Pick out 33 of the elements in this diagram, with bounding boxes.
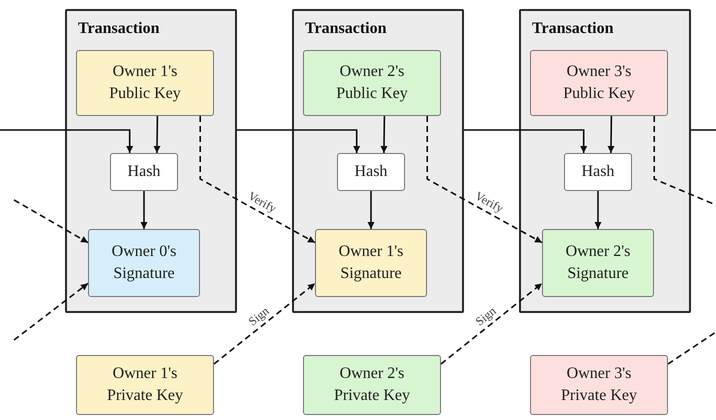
- transaction-heading: Transaction: [532, 20, 614, 38]
- arrow: [368, 191, 374, 229]
- hash-box: Hash: [564, 153, 632, 191]
- dashed-arrow: [440, 282, 542, 365]
- arrow: [464, 129, 588, 153]
- dashed-arrow: [426, 116, 542, 244]
- private-key-box: Owner 2's Private Key: [303, 355, 441, 415]
- arrow: [154, 116, 160, 154]
- signature-box: Owner 1's Signature: [315, 229, 427, 297]
- arrow: [594, 191, 602, 229]
- arrow: [380, 116, 388, 154]
- hash-box: Hash: [110, 153, 178, 191]
- arrow: [608, 116, 614, 154]
- arrow: [237, 129, 360, 153]
- transaction-box: [519, 9, 691, 313]
- hash-box: Hash: [337, 153, 405, 191]
- private-key-box: Owner 3's Private Key: [530, 355, 668, 415]
- public-key-box: Owner 2's Public Key: [303, 50, 441, 116]
- arrow: [0, 129, 134, 153]
- transaction-heading: Transaction: [78, 20, 160, 38]
- signature-box: Owner 0's Signature: [88, 229, 200, 297]
- public-key-box: Owner 3's Public Key: [530, 50, 668, 116]
- transaction-heading: Transaction: [305, 20, 386, 38]
- dashed-arrow: [214, 282, 316, 365]
- private-key-box: Owner 1's Private Key: [76, 355, 214, 415]
- arrow: [140, 191, 148, 229]
- transaction-box: [65, 9, 237, 313]
- dashed-arrow: [199, 116, 316, 244]
- public-key-box: Owner 1's Public Key: [76, 50, 214, 116]
- dashed-arrow: [14, 199, 88, 244]
- dashed-arrow: [14, 282, 88, 341]
- transaction-box: [292, 9, 464, 313]
- signature-box: Owner 2's Signature: [542, 229, 654, 297]
